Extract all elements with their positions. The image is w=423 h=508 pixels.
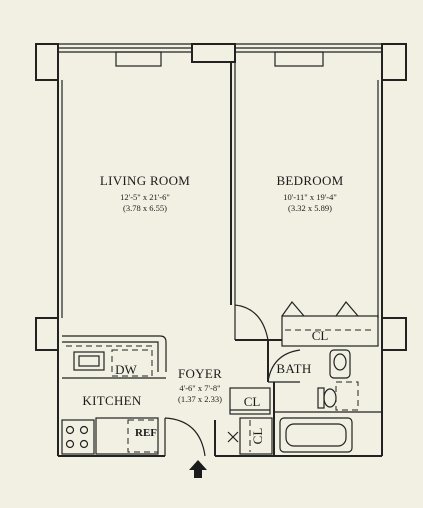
refrigerator-label: REF	[135, 427, 157, 439]
dishwasher-label: DW	[115, 362, 137, 377]
foyer-dim-ft: 4'-6" x 7'-8"	[179, 383, 220, 393]
exterior-walls	[35, 43, 407, 457]
kitchen-counter	[61, 335, 167, 455]
kitchen-label: KITCHEN	[82, 393, 141, 408]
foyer-partitions	[164, 304, 301, 457]
foyer-closet-label: CL	[244, 394, 261, 409]
bedroom-dim-ft: 10'-11" x 19'-4"	[283, 192, 337, 202]
up-arrow-icon	[189, 460, 207, 478]
bedroom-closet	[281, 301, 379, 347]
living-room-label: LIVING ROOM	[100, 173, 190, 188]
foyer-dim-m: (1.37 x 2.33)	[178, 394, 222, 404]
bedroom-closet-label: CL	[312, 328, 329, 343]
vertical-closet-label: CL	[250, 428, 265, 445]
bedroom-label: BEDROOM	[276, 173, 343, 188]
bath-fixtures	[274, 349, 382, 453]
living-room-dim-m: (3.78 x 6.55)	[123, 203, 167, 213]
bedroom-dim-m: (3.32 x 5.89)	[288, 203, 332, 213]
living-room-dim-ft: 12'-5" x 21'-6"	[120, 192, 170, 202]
foyer-label: FOYER	[178, 366, 222, 381]
bath-label: BATH	[276, 361, 311, 376]
